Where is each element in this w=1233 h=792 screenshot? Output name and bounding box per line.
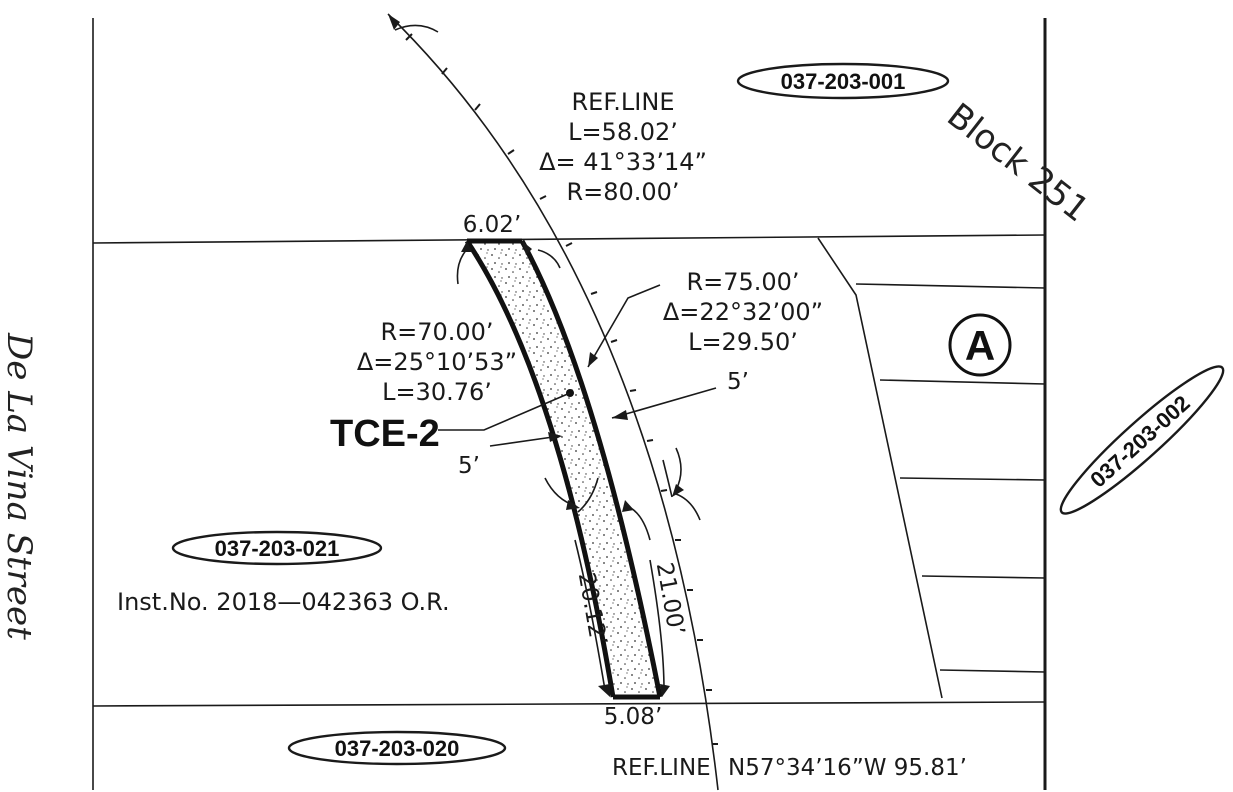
bottom-ref-line-callout: REF.LINE N57°34’16”W 95.81’ — [612, 755, 967, 781]
ref-line-start-arrow — [388, 14, 400, 30]
easement-inner-edge — [464, 239, 616, 698]
parcel-marker-circle — [948, 313, 1012, 377]
inner-curve-radius: R=70.00’ — [380, 318, 493, 346]
interior-line-3 — [899, 477, 1046, 481]
parcel-top-oval — [736, 62, 950, 100]
boundary-lines — [92, 18, 1047, 790]
parcel-bottom: 037-203-020 — [287, 730, 507, 766]
inner-curve-length: L=30.76’ — [382, 378, 492, 406]
inner-curve-delta: Δ=25°10’53” — [357, 348, 517, 376]
interior-line-2 — [879, 379, 1046, 385]
outer-curve-block: R=75.00’ Δ=22°32’00” L=29.50’ — [663, 268, 823, 356]
ref-curve-length: L=58.02’ — [568, 118, 678, 146]
parcel-right: 037-203-002 — [1059, 365, 1225, 515]
bottom-ref-line-title: REF.LINE — [612, 755, 711, 781]
easement-name: TCE-2 — [330, 413, 440, 455]
parcel-middle-left-number: 037-203-021 — [215, 536, 340, 561]
reference-line — [387, 13, 719, 791]
parcel-right-number: 037-203-002 — [1085, 390, 1194, 492]
parcel-bottom-number: 037-203-020 — [335, 736, 460, 761]
parcel-top-number: 037-203-001 — [781, 69, 906, 94]
parcel-top: 037-203-001 — [736, 62, 950, 100]
bottom-width-label: 5.08’ — [604, 704, 663, 730]
dimension-marks — [438, 241, 717, 697]
lot-line-lower — [92, 701, 1046, 707]
easement-strip — [464, 238, 663, 700]
easement-outer-edge — [519, 239, 663, 698]
parcel-middle-left: 037-203-021 — [171, 530, 383, 566]
ref-curve-title: REF.LINE — [572, 88, 675, 116]
ref-line-curve — [387, 13, 719, 791]
parcel-right-oval — [1059, 365, 1225, 515]
lot-line-upper — [92, 234, 1046, 244]
ref-line-start-arc — [394, 24, 439, 33]
parcel-bottom-oval — [287, 730, 507, 766]
parcel-marker: A — [948, 313, 1012, 377]
interior-line-5 — [939, 669, 1046, 673]
outer-curve-delta: Δ=22°32’00” — [663, 298, 823, 326]
ref-curve-delta: Δ= 41°33’14” — [539, 148, 707, 176]
street-name: De La Vina Street — [0, 332, 39, 640]
interior-line-4 — [921, 575, 1046, 579]
interior-line-1 — [855, 283, 1046, 289]
ref-curve-radius: R=80.00’ — [566, 178, 679, 206]
building-outline — [817, 237, 943, 699]
top-width-label: 6.02’ — [463, 212, 522, 238]
inner-curve-block: R=70.00’ Δ=25°10’53” L=30.76’ — [357, 318, 517, 406]
bottom-ref-line-bearing: N57°34’16”W 95.81’ — [728, 755, 967, 781]
outer-curve-length: L=29.50’ — [688, 328, 798, 356]
parcel-middle-left-oval — [171, 530, 383, 566]
parcel-marker-letter: A — [965, 322, 995, 369]
outer-offset-label: 5’ — [727, 369, 749, 395]
ref-line-ticks — [405, 33, 718, 745]
outer-curve-radius: R=75.00’ — [686, 268, 799, 296]
instrument-note: Inst.No. 2018—042363 O.R. — [117, 588, 450, 616]
ref-curve-block: REF.LINE L=58.02’ Δ= 41°33’14” R=80.00’ — [539, 88, 707, 206]
inner-offset-label: 5’ — [458, 453, 480, 479]
block-label: Block 251 — [939, 96, 1096, 231]
